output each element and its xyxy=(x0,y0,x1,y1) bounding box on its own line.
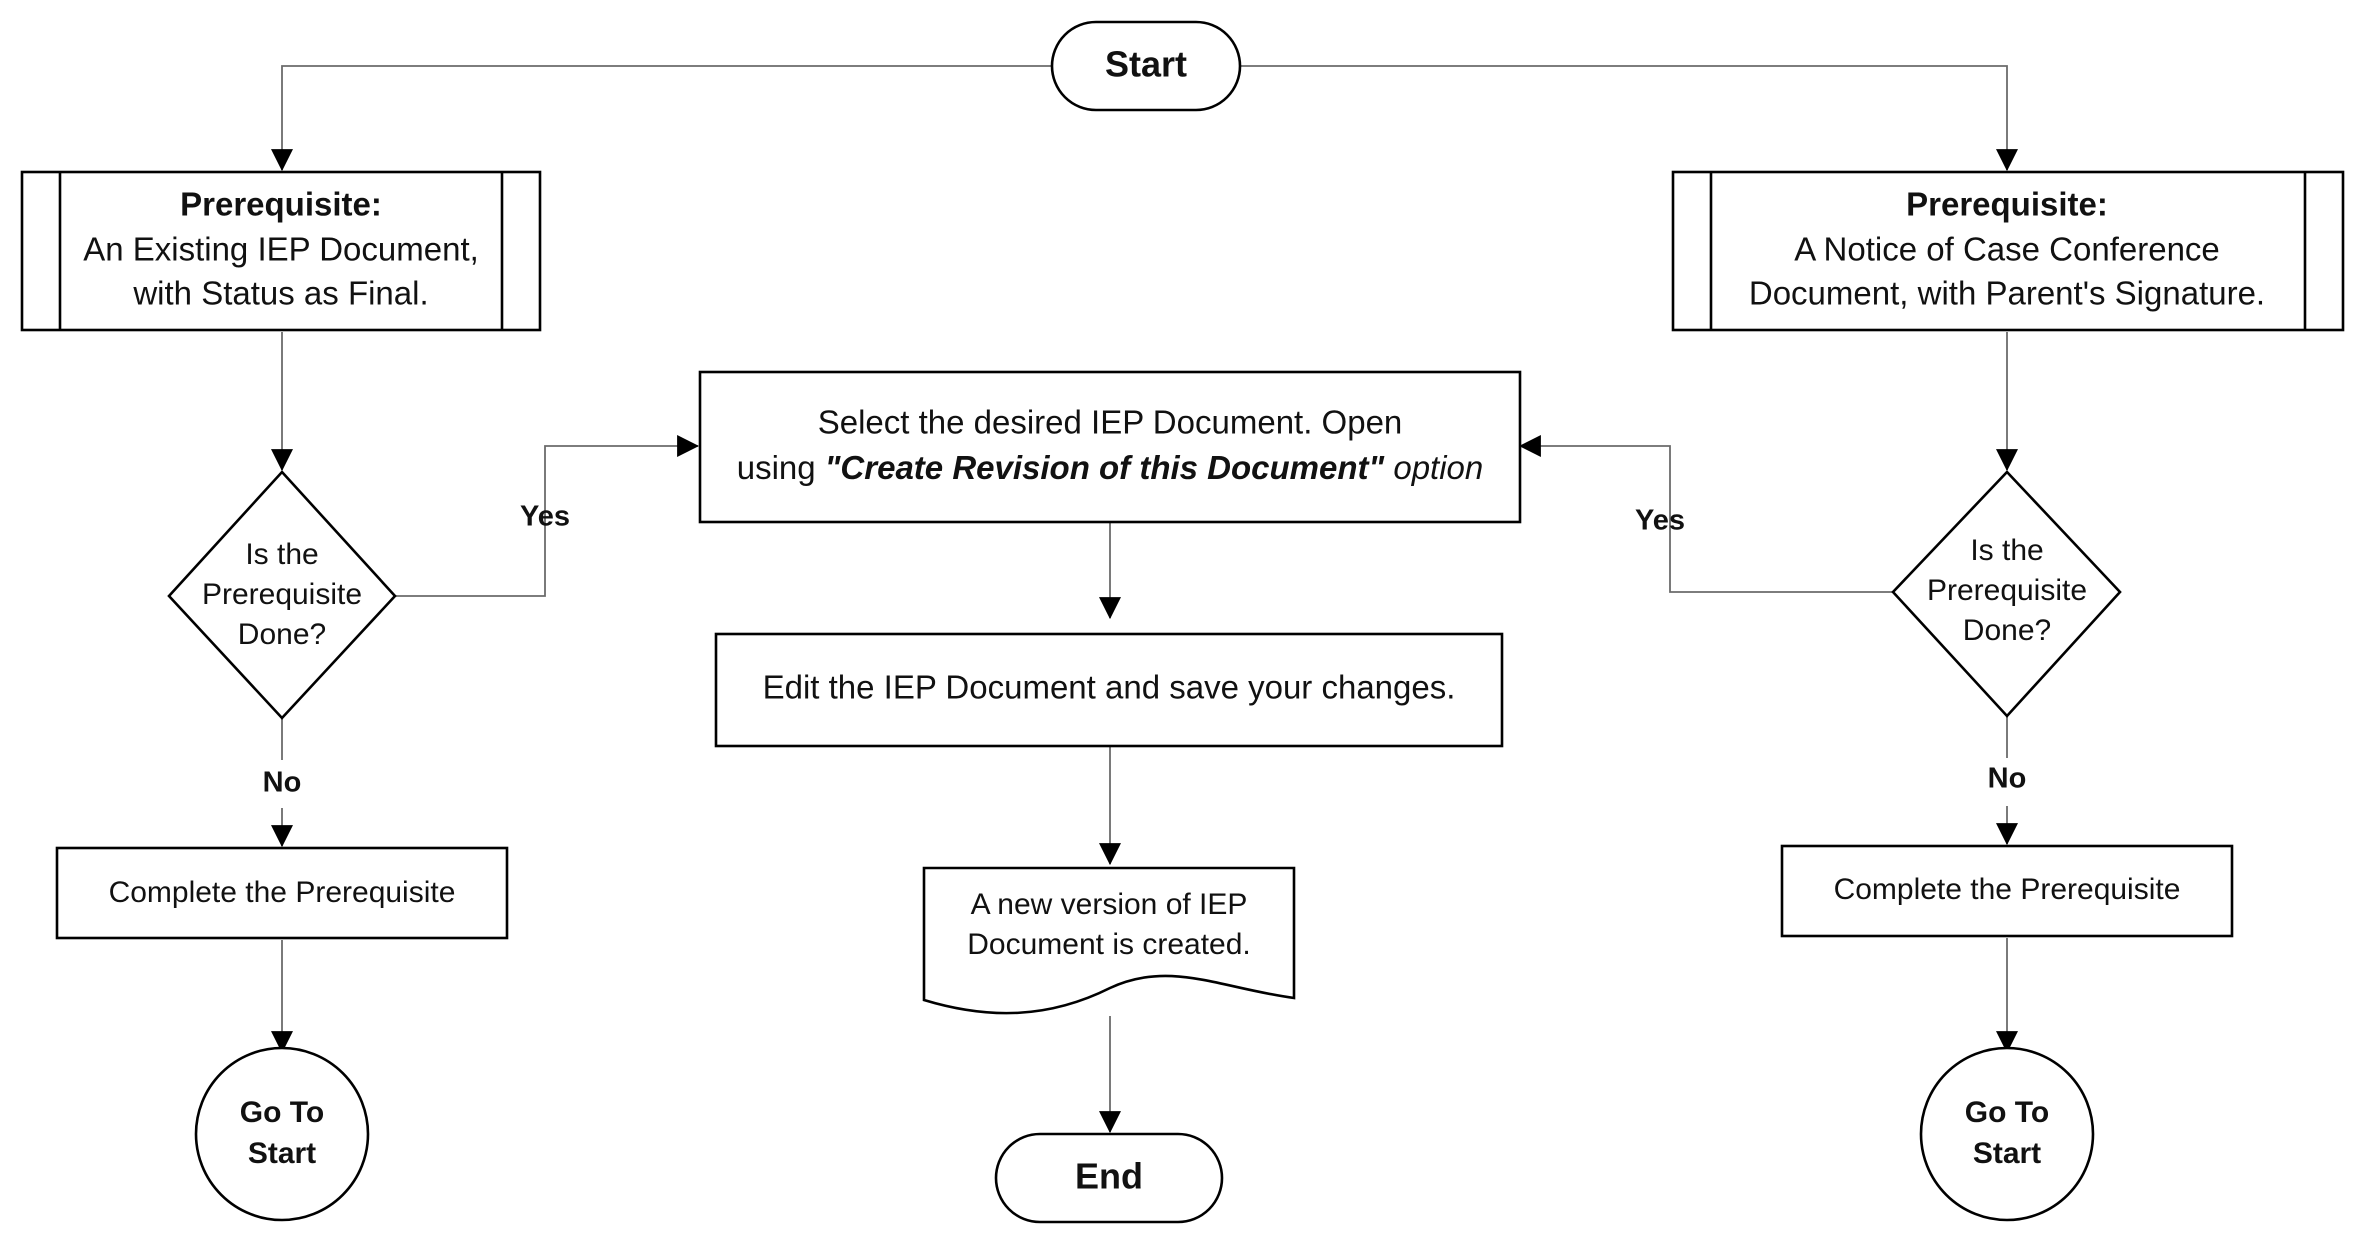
output-line2: Document is created. xyxy=(967,928,1250,961)
connector-start-to-left-prereq xyxy=(271,65,1052,172)
right-goto-line1: Go To xyxy=(1965,1096,2049,1129)
edit-document-process-box: Edit the IEP Document and save your chan… xyxy=(714,632,1504,748)
right-prerequisite-box: Prerequisite: A Notice of Case Conferenc… xyxy=(1671,170,2345,332)
end-terminator: End xyxy=(994,1132,1224,1224)
select-document-process-box: Select the desired IEP Document. Open us… xyxy=(698,370,1522,524)
right-decision-line3: Done? xyxy=(1963,614,2051,647)
connectors xyxy=(271,65,2018,1134)
left-decision-line3: Done? xyxy=(238,618,326,651)
left-decision-diamond: Is the Prerequisite Done? xyxy=(167,470,397,720)
left-prerequisite-box: Prerequisite: An Existing IEP Document, … xyxy=(20,170,542,332)
right-yes-label: Yes xyxy=(1635,505,1685,537)
select-line1: Select the desired IEP Document. Open xyxy=(818,404,1403,441)
right-prereq-title: Prerequisite: xyxy=(1906,186,2108,223)
left-goto-line1: Go To xyxy=(240,1096,324,1129)
left-prereq-line2: with Status as Final. xyxy=(132,275,428,312)
left-prereq-line1: An Existing IEP Document, xyxy=(83,231,479,268)
right-goto-start-connector: Go To Start xyxy=(1919,1046,2095,1222)
left-goto-start-connector: Go To Start xyxy=(194,1046,370,1222)
right-decision-diamond: Is the Prerequisite Done? xyxy=(1891,470,2122,718)
right-no-label: No xyxy=(1988,763,2027,795)
edit-label: Edit the IEP Document and save your chan… xyxy=(763,669,1456,706)
right-prereq-line1: A Notice of Case Conference xyxy=(1794,231,2220,268)
start-label: Start xyxy=(1105,44,1187,85)
select-line2-suffix: option xyxy=(1384,449,1483,486)
new-version-document-shape: A new version of IEP Document is created… xyxy=(922,866,1296,1015)
left-complete-label: Complete the Prerequisite xyxy=(109,876,456,909)
left-decision-line1: Is the xyxy=(245,538,318,571)
output-line1: A new version of IEP xyxy=(971,888,1248,921)
left-yes-label: Yes xyxy=(520,501,570,533)
left-goto-line2: Start xyxy=(248,1137,316,1170)
right-decision-line2: Prerequisite xyxy=(1927,574,2087,607)
start-terminator: Start xyxy=(1050,20,1242,112)
connector-start-to-right-prereq xyxy=(1240,65,2018,172)
connector-right-yes-to-select xyxy=(1518,435,1893,593)
right-complete-prerequisite-box: Complete the Prerequisite xyxy=(1780,844,2234,938)
right-decision-line1: Is the xyxy=(1970,534,2043,567)
select-line2: using "Create Revision of this Document"… xyxy=(737,449,1484,486)
select-line2-emphasis: "Create Revision of this Document" xyxy=(825,449,1385,486)
left-decision-line2: Prerequisite xyxy=(202,578,362,611)
connector-left-yes-to-select xyxy=(395,435,700,597)
left-complete-prerequisite-box: Complete the Prerequisite xyxy=(55,846,509,940)
right-prereq-line2: Document, with Parent's Signature. xyxy=(1749,275,2265,312)
left-prereq-title: Prerequisite: xyxy=(180,186,382,223)
right-complete-label: Complete the Prerequisite xyxy=(1834,873,2181,906)
right-goto-line2: Start xyxy=(1973,1137,2041,1170)
end-label: End xyxy=(1075,1156,1143,1197)
select-line2-prefix: using xyxy=(737,449,825,486)
left-no-label: No xyxy=(263,767,302,799)
